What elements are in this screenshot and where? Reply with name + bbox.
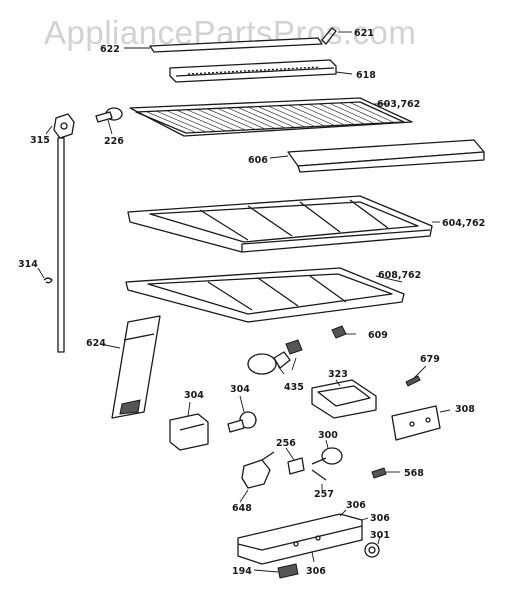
part-300-thermostat	[311, 447, 343, 465]
callout-679: 679	[420, 354, 440, 365]
callout-306-top: 306	[346, 500, 366, 511]
part-609-clip	[331, 325, 347, 339]
callout-621: 621	[354, 28, 374, 39]
part-435-bulb	[247, 339, 303, 375]
part-304-knob	[227, 411, 257, 433]
part-315-hinge	[53, 113, 75, 139]
leader-lines	[37, 31, 451, 573]
callout-194: 194	[232, 566, 252, 577]
callout-604-762: 604,762	[442, 218, 485, 229]
part-624-divider	[111, 315, 161, 419]
part-606-cover	[287, 139, 485, 173]
callout-618: 618	[356, 70, 376, 81]
callout-648: 648	[232, 503, 252, 514]
callout-435: 435	[284, 382, 304, 393]
callout-568: 568	[404, 468, 424, 479]
callout-622: 622	[100, 44, 120, 55]
callout-606: 606	[248, 155, 268, 166]
callout-315: 315	[30, 135, 50, 146]
callout-226: 226	[104, 136, 124, 147]
callout-306-right: 306	[370, 513, 390, 524]
callout-301: 301	[370, 530, 390, 541]
part-621-bracket	[321, 27, 337, 45]
part-679-screw	[405, 375, 421, 387]
part-257-pin	[311, 469, 327, 481]
part-618-rail	[169, 59, 337, 83]
part-622-strip	[149, 37, 323, 53]
callout-304-box: 304	[184, 390, 204, 401]
callout-256: 256	[276, 438, 296, 449]
callout-314: 314	[18, 259, 38, 270]
part-301-nut	[364, 542, 380, 558]
part-314-rod	[43, 137, 65, 353]
part-308-bracket	[391, 405, 441, 441]
part-648-switch	[241, 451, 275, 489]
part-194-terminal	[277, 563, 299, 579]
callout-609: 609	[368, 330, 388, 341]
part-323-housing	[311, 379, 377, 419]
callout-304-knob: 304	[230, 384, 250, 395]
part-603-wire-shelf	[129, 97, 413, 137]
part-226-knob	[95, 107, 123, 123]
callout-300: 300	[318, 430, 338, 441]
callout-323: 323	[328, 369, 348, 380]
part-304-box	[169, 413, 209, 451]
callout-308: 308	[455, 404, 475, 415]
callout-608-762: 608,762	[378, 270, 421, 281]
callout-624: 624	[86, 338, 106, 349]
callout-603-762: 603,762	[377, 99, 420, 110]
part-568-screw	[371, 467, 387, 479]
part-306-base	[237, 513, 363, 565]
part-608-pan	[125, 267, 405, 323]
callout-306-bottom: 306	[306, 566, 326, 577]
part-256-switch	[287, 457, 305, 475]
part-604-pan	[127, 195, 433, 253]
callout-257: 257	[314, 489, 334, 500]
